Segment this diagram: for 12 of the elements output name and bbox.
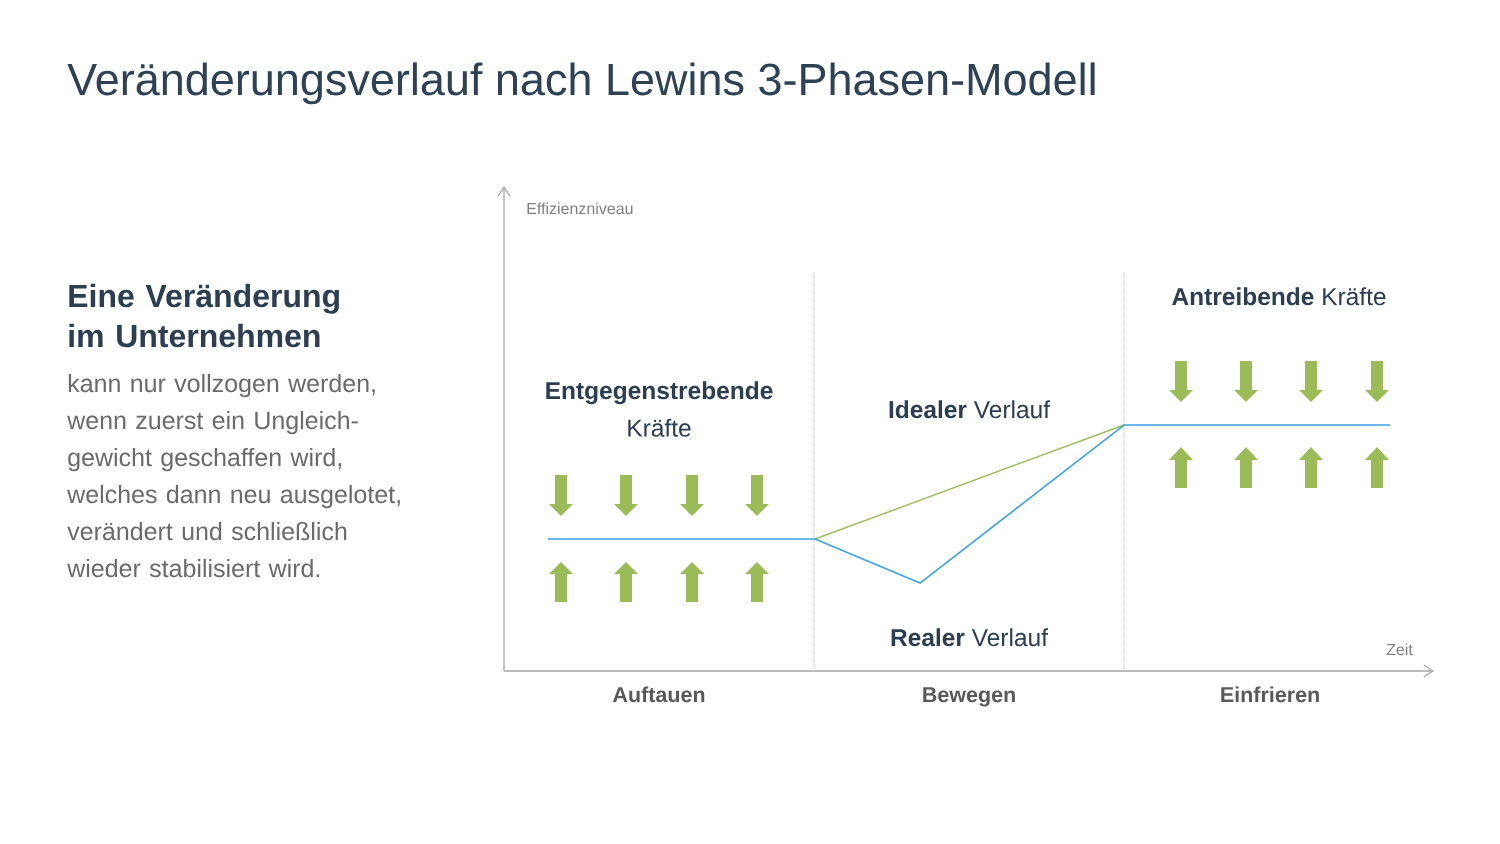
curve-label: Idealer Verlauf [889, 400, 1051, 419]
phase-label: Bewegen [923, 687, 1015, 707]
phase-label: Einfrieren [1221, 686, 1319, 703]
phase-label: Auftauen [612, 686, 705, 703]
heading: Eine Veränderung im Unternehmen [69, 283, 339, 348]
force-label: Antreibende Kräfte [1172, 287, 1386, 306]
axis-label: Effizienzniveau [527, 202, 633, 215]
axis-label: Zeit [1386, 643, 1413, 656]
title: Veränderungsverlauf nach Lewins 3-Phasen-Modell [67, 62, 1095, 105]
body-text: kann nur vollzogen werden, wenn zuerst ein Ungleich- gewicht geschaffen wird, welches dann neu ausgelotet, verändert und schließlich wieder stabilisiert wird. [67, 373, 400, 578]
curve-label: Realer Verlauf [891, 628, 1048, 647]
force-label: Entgegenstrebende Kräfte [546, 381, 773, 437]
